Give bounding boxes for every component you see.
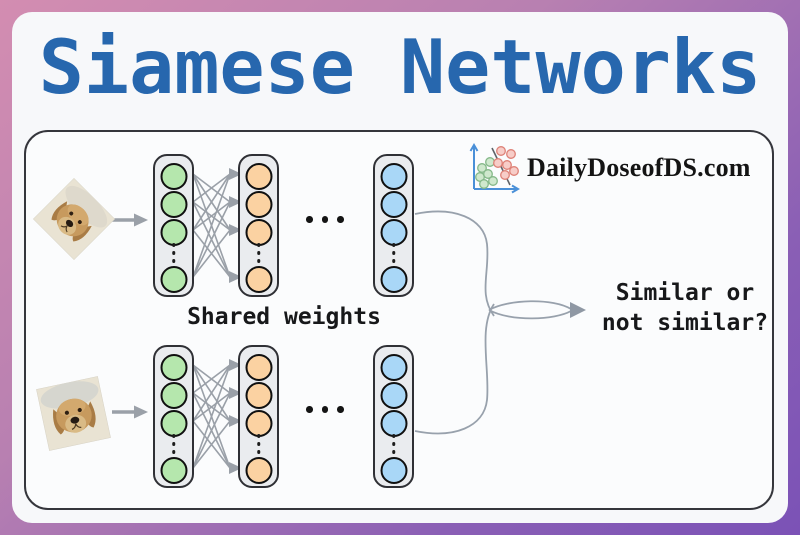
neuron-node <box>245 409 272 437</box>
neuron-node <box>380 456 407 484</box>
merge-curve-bottom <box>414 303 495 435</box>
input-arrow-top <box>112 213 148 227</box>
dot <box>391 243 396 247</box>
dot <box>321 406 328 413</box>
neuron-node <box>245 456 272 484</box>
neuron-node <box>380 218 407 246</box>
input-image-top <box>32 177 116 261</box>
connections-overlay <box>112 168 586 474</box>
neuron-node <box>160 353 187 381</box>
layer-input-layer <box>153 345 194 488</box>
neuron-node <box>245 381 272 409</box>
neuron-node <box>245 218 272 246</box>
brand-text: DailyDoseofDS.com <box>527 153 751 182</box>
scatter-plot-icon <box>469 143 520 194</box>
neuron-node <box>380 409 407 437</box>
dot <box>256 251 261 255</box>
neuron-node <box>160 218 187 246</box>
dot <box>256 259 261 263</box>
output-question-label: Similar or not similar? <box>592 278 778 338</box>
dot <box>256 450 261 454</box>
dot <box>391 450 396 454</box>
dense-connections <box>192 168 242 283</box>
dot <box>171 450 176 454</box>
dot <box>337 406 344 413</box>
merge-loop <box>488 300 572 320</box>
dot <box>171 251 176 255</box>
content-card: Siamese Networks <box>12 12 788 523</box>
neuron-node <box>160 409 187 437</box>
shared-weights-label: Shared weights <box>187 304 381 330</box>
neuron-node <box>245 265 272 293</box>
output-line-2: not similar? <box>601 310 769 336</box>
ellipsis-bottom <box>306 406 344 413</box>
neuron-node <box>160 190 187 218</box>
dot <box>171 434 176 438</box>
dot <box>321 216 328 223</box>
dot <box>256 442 261 446</box>
neuron-node <box>160 265 187 293</box>
output-line-1: Similar or <box>615 280 755 306</box>
dot <box>391 259 396 263</box>
diagram-panel: DailyDoseofDS.com <box>24 130 774 510</box>
layer-hidden-layer <box>238 154 279 297</box>
neuron-node <box>245 353 272 381</box>
dot <box>256 434 261 438</box>
neuron-node <box>160 162 187 190</box>
dense-connections <box>192 359 242 474</box>
neuron-node <box>160 381 187 409</box>
layer-embedding-layer <box>373 345 414 488</box>
output-arrowhead <box>570 302 586 318</box>
dot <box>391 251 396 255</box>
dog-photo-illustration <box>35 375 112 452</box>
input-image-bottom <box>35 375 112 452</box>
dot <box>171 442 176 446</box>
dot <box>306 406 313 413</box>
layer-input-layer <box>153 154 194 297</box>
merge-curve-top <box>414 210 495 317</box>
neuron-node <box>245 190 272 218</box>
page-title: Siamese Networks <box>38 23 762 111</box>
dog-photo-illustration <box>32 177 116 261</box>
neuron-node <box>380 353 407 381</box>
neuron-node <box>380 265 407 293</box>
neuron-node <box>380 162 407 190</box>
neuron-node <box>380 190 407 218</box>
dot <box>337 216 344 223</box>
dot <box>391 442 396 446</box>
ellipsis-top <box>306 216 344 223</box>
neuron-node <box>160 456 187 484</box>
neuron-node <box>380 381 407 409</box>
input-arrow-bottom <box>112 405 148 419</box>
dot <box>171 259 176 263</box>
dot <box>256 243 261 247</box>
dot <box>171 243 176 247</box>
neuron-node <box>245 162 272 190</box>
dot <box>391 434 396 438</box>
layer-hidden-layer <box>238 345 279 488</box>
layer-embedding-layer <box>373 154 414 297</box>
dot <box>306 216 313 223</box>
